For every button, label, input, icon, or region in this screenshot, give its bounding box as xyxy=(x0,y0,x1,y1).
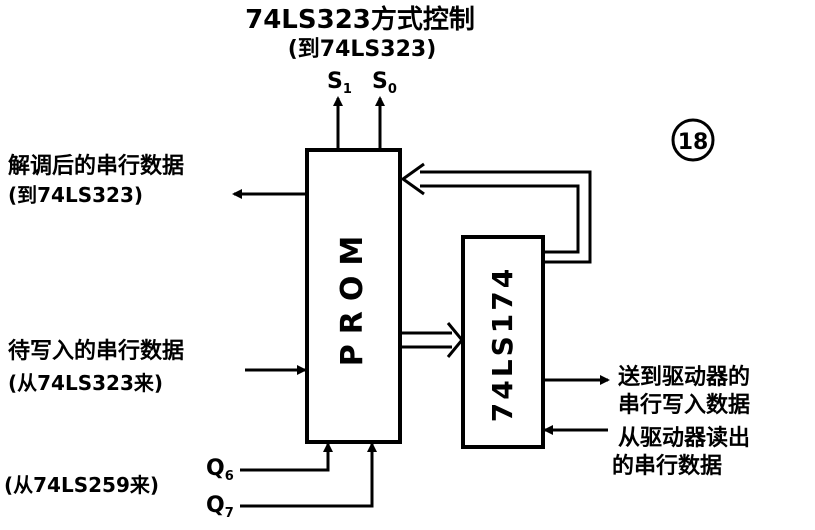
q6-subscript: 6 xyxy=(225,469,234,484)
latch-74ls174-label: 74LS174 xyxy=(486,266,519,422)
q7-letter: Q xyxy=(206,493,225,518)
prom-block xyxy=(305,148,402,444)
figure-number-badge xyxy=(671,118,715,162)
q6-letter: Q xyxy=(206,456,225,481)
latch-74ls174-block xyxy=(461,235,545,449)
q7-subscript: 7 xyxy=(225,506,234,521)
title-line-2: (到74LS323) xyxy=(288,37,437,62)
to-drive-label-2: 串行写入数据 xyxy=(618,392,750,418)
s1-label: S1 xyxy=(327,69,352,97)
figure-number-text: 18 xyxy=(678,130,709,155)
q7-input-line xyxy=(240,442,377,508)
prom-to-latch-bus-arrow xyxy=(400,322,464,358)
s1-letter: S xyxy=(327,69,343,94)
decoded-data-label-2: (到74LS323) xyxy=(8,183,143,207)
write-data-label-1: 待写入的串行数据 xyxy=(8,338,184,364)
to-drive-label-1: 送到驱动器的 xyxy=(618,364,750,390)
q7-label: Q7 xyxy=(206,493,234,521)
from-74ls259-label: (从74LS259来) xyxy=(4,473,159,497)
from-drive-label-1: 从驱动器读出 xyxy=(618,426,750,451)
prom-label: PROM xyxy=(335,226,370,366)
title-line-1: 74LS323方式控制 xyxy=(245,4,475,35)
write-data-label-2: (从74LS323来) xyxy=(8,371,163,395)
q6-label: Q6 xyxy=(206,456,234,484)
s1-subscript: 1 xyxy=(343,82,352,97)
from-drive-label-2: 的串行数据 xyxy=(612,453,722,479)
s0-subscript: 0 xyxy=(388,82,397,97)
s0-label: S0 xyxy=(372,69,397,97)
latch-to-prom-feedback-bus xyxy=(400,162,592,264)
decoded-data-label-1: 解调后的串行数据 xyxy=(8,153,184,179)
q6-input-line xyxy=(240,442,333,472)
s0-letter: S xyxy=(372,69,388,94)
